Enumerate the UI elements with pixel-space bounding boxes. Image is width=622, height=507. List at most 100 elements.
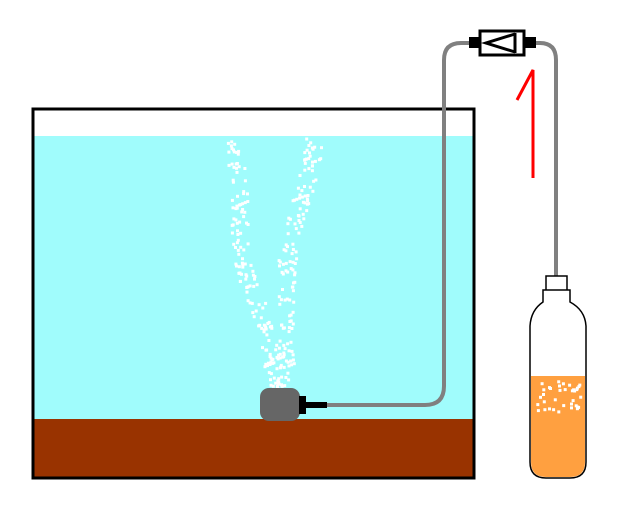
bubble	[275, 367, 279, 371]
bubble	[298, 174, 302, 177]
bubble	[542, 400, 546, 404]
bubble	[287, 349, 291, 353]
bubble	[232, 165, 236, 169]
bubble	[552, 408, 556, 412]
bubble	[558, 388, 562, 392]
bubble	[306, 199, 310, 203]
bubble	[291, 289, 295, 293]
bubble	[284, 359, 288, 363]
bubble	[262, 323, 266, 327]
bubble	[236, 194, 239, 198]
bubble	[246, 285, 250, 289]
bubble	[575, 388, 579, 392]
bubble	[303, 161, 307, 165]
bubble	[269, 372, 273, 376]
bubble	[278, 356, 282, 360]
bubble	[282, 343, 286, 347]
check-valve-port-left	[469, 37, 481, 48]
bottle-liquid-bubbles	[536, 380, 583, 414]
bubble	[241, 202, 245, 206]
bubble	[277, 353, 281, 357]
bubble	[311, 160, 314, 164]
bubble	[305, 209, 309, 213]
bubble	[309, 141, 313, 145]
bubble	[236, 238, 240, 242]
bubble	[286, 270, 290, 274]
bubble	[536, 403, 540, 407]
bubble	[291, 268, 295, 272]
bubble	[300, 195, 304, 199]
diffuser-nozzle	[305, 402, 327, 408]
bubble	[246, 242, 250, 246]
bubble	[275, 343, 279, 347]
bubble	[237, 265, 241, 269]
bubble	[234, 262, 238, 266]
bubble	[252, 284, 256, 288]
bubble	[287, 326, 291, 330]
bubble	[231, 178, 235, 182]
bubble	[235, 221, 239, 225]
bubble	[283, 347, 287, 351]
bubble	[280, 375, 284, 379]
bubble	[289, 359, 293, 363]
bubble	[293, 262, 297, 265]
bubble	[558, 384, 561, 388]
bubble	[229, 144, 233, 148]
bubble	[289, 319, 293, 323]
bubble	[287, 378, 291, 382]
bubble	[240, 272, 243, 276]
bubble	[563, 388, 567, 392]
bubble	[284, 261, 288, 265]
bubble	[254, 309, 258, 313]
bubble	[288, 217, 292, 221]
bubble	[286, 342, 290, 346]
bubble	[263, 365, 267, 369]
bubble	[246, 223, 250, 226]
bubble	[243, 262, 247, 266]
bubble	[277, 346, 281, 350]
air-stone-icon	[260, 388, 327, 421]
bubble	[236, 233, 240, 236]
bubble	[230, 198, 234, 202]
bubble	[274, 381, 278, 385]
bubble	[291, 353, 295, 357]
bubble	[232, 150, 236, 154]
bubble	[235, 150, 238, 154]
bubble	[239, 203, 243, 207]
bubble	[230, 231, 234, 235]
bubble	[310, 146, 314, 150]
bubble	[271, 384, 275, 388]
bubble	[542, 393, 545, 396]
bubble	[274, 348, 278, 352]
bubble	[251, 311, 255, 315]
bubble	[252, 315, 256, 319]
bubble	[246, 299, 250, 303]
bubble	[294, 227, 298, 231]
bubble	[271, 357, 275, 361]
bubble	[288, 298, 292, 302]
bubble	[562, 404, 566, 408]
bubble	[303, 158, 307, 162]
check-valve-symbol	[480, 32, 516, 54]
bubble	[277, 377, 281, 381]
bubble	[293, 280, 297, 284]
bottle-liquid	[531, 376, 585, 477]
flow-direction-arrow-icon	[515, 69, 535, 178]
bubble	[283, 384, 287, 388]
bubble	[237, 252, 241, 256]
bubble	[293, 271, 297, 275]
bubble	[288, 314, 292, 318]
bubble	[241, 208, 245, 211]
bubble	[250, 301, 254, 305]
bubble	[261, 306, 265, 310]
bubble	[308, 185, 312, 189]
bubble	[279, 365, 283, 369]
bubble	[577, 405, 581, 409]
diffuser-body	[260, 388, 300, 421]
bubble	[301, 212, 305, 216]
bubble	[298, 196, 302, 200]
bubble	[320, 146, 323, 150]
bubble	[227, 163, 231, 167]
bubble	[293, 222, 297, 226]
